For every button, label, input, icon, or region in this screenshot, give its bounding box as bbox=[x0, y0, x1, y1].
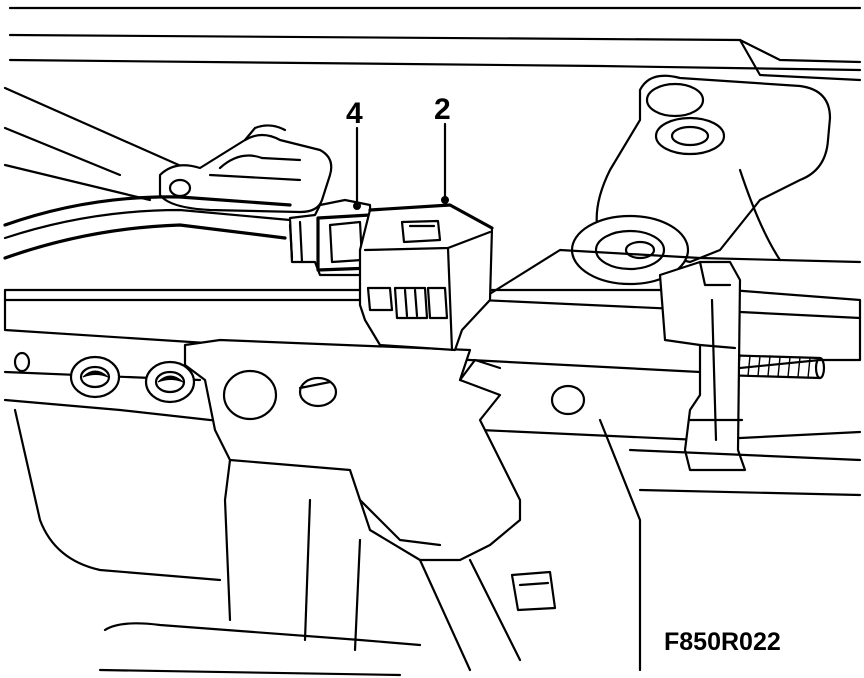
figure-id: F850R022 bbox=[664, 628, 781, 656]
round-boss bbox=[570, 214, 690, 286]
latch-plate bbox=[183, 338, 522, 622]
clamp-bracket bbox=[658, 260, 747, 472]
rail-fasteners bbox=[13, 351, 586, 416]
callout-leaders bbox=[353, 122, 449, 210]
upper-frame-rail bbox=[8, 6, 862, 82]
left-structure bbox=[3, 86, 192, 202]
callout-label-2: 2 bbox=[434, 93, 451, 126]
callout-label-4: 4 bbox=[346, 97, 363, 130]
mounting-bracket bbox=[595, 74, 832, 264]
cable-clip bbox=[158, 124, 333, 214]
connector-housing bbox=[358, 203, 494, 352]
lower-housing bbox=[13, 408, 862, 677]
wiring-cable bbox=[3, 195, 292, 260]
